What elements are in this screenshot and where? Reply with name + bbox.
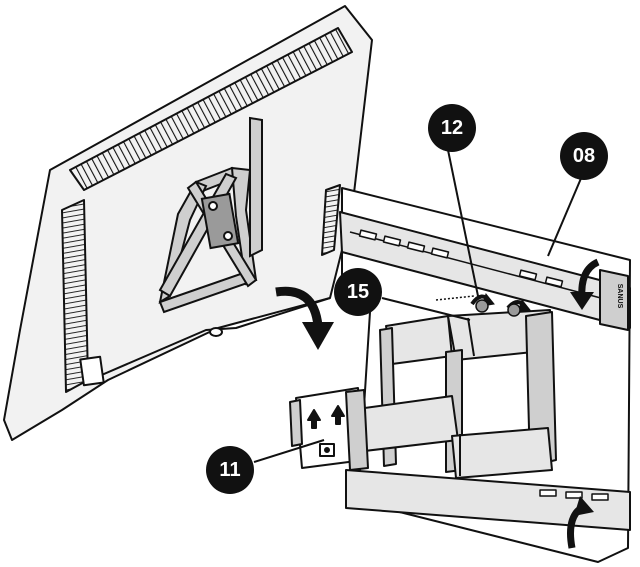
tv-top-vent <box>69 27 353 191</box>
tv-right-vent <box>321 184 341 256</box>
callout-08: 08 <box>560 132 608 180</box>
callout-15: 15 <box>334 268 382 316</box>
articulating-arms <box>349 309 557 479</box>
curved-arrow-icon <box>275 286 334 350</box>
tv-knob <box>209 327 223 337</box>
up-arrow-icon <box>307 409 321 429</box>
curved-arrow-icon <box>570 258 600 310</box>
wall-rail-top <box>339 211 631 329</box>
tv-attach-plate <box>289 387 369 471</box>
curved-arrow-icon <box>567 496 594 549</box>
callout-12-label: 12 <box>441 117 463 139</box>
wall-rail-bottom <box>345 469 631 531</box>
tv-port-box <box>79 355 105 387</box>
callout-leaders <box>253 149 583 463</box>
lower-arm-right <box>451 427 553 479</box>
callout-11-label: 11 <box>219 459 240 481</box>
tv-bracket <box>158 116 263 314</box>
callout-08-label: 08 <box>573 145 595 167</box>
callout-11: 11 <box>206 446 254 494</box>
screws <box>475 299 521 317</box>
brand-mark: SANUS <box>616 284 623 309</box>
callout-12: 12 <box>428 104 476 152</box>
callout-15-label: 15 <box>347 281 369 303</box>
wall-plate: SANUS <box>339 187 631 563</box>
